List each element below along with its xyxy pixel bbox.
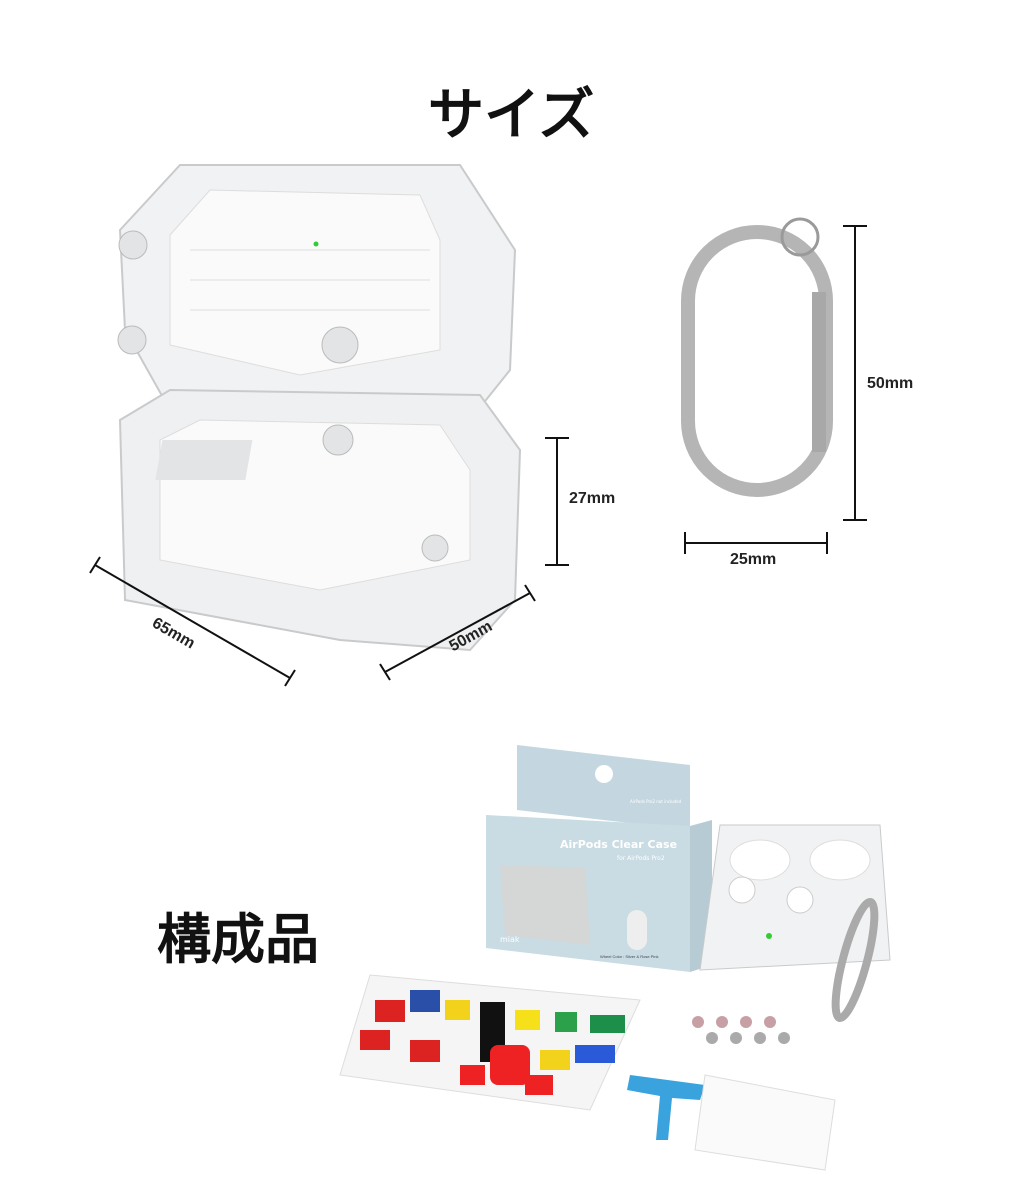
carabiner-width-label: 25mm [730,551,777,568]
carabiner-dimension-lines [684,225,867,554]
contents-title: 構成品 [157,908,319,971]
airpods-case-with-earbuds-image [699,824,891,1023]
package-brand: miak [500,935,520,944]
size-title: サイズ [428,83,595,148]
case-dimension-lines [89,437,569,687]
case-height-label: 27mm [569,490,616,507]
spare-wheels-image [692,1016,790,1044]
airpods-case-image [117,164,522,652]
carabiner-height-label: 50mm [867,375,914,392]
package-notice: AirPods Pro2 not included [630,799,682,804]
carabiner-image [681,217,833,497]
package-wheel-color: Wheel Color : Silver & Rose Pink [600,954,658,959]
sticker-sheet-image [339,974,641,1111]
package-subtitle: for AirPods Pro2 [617,855,665,862]
package-product-name: AirPods Clear Case [560,838,677,851]
manual-card-image [694,1074,836,1171]
package-box-image: AirPods Clear Case for AirPods Pro2 miak… [486,745,712,972]
phone-tag-image [627,1075,705,1140]
